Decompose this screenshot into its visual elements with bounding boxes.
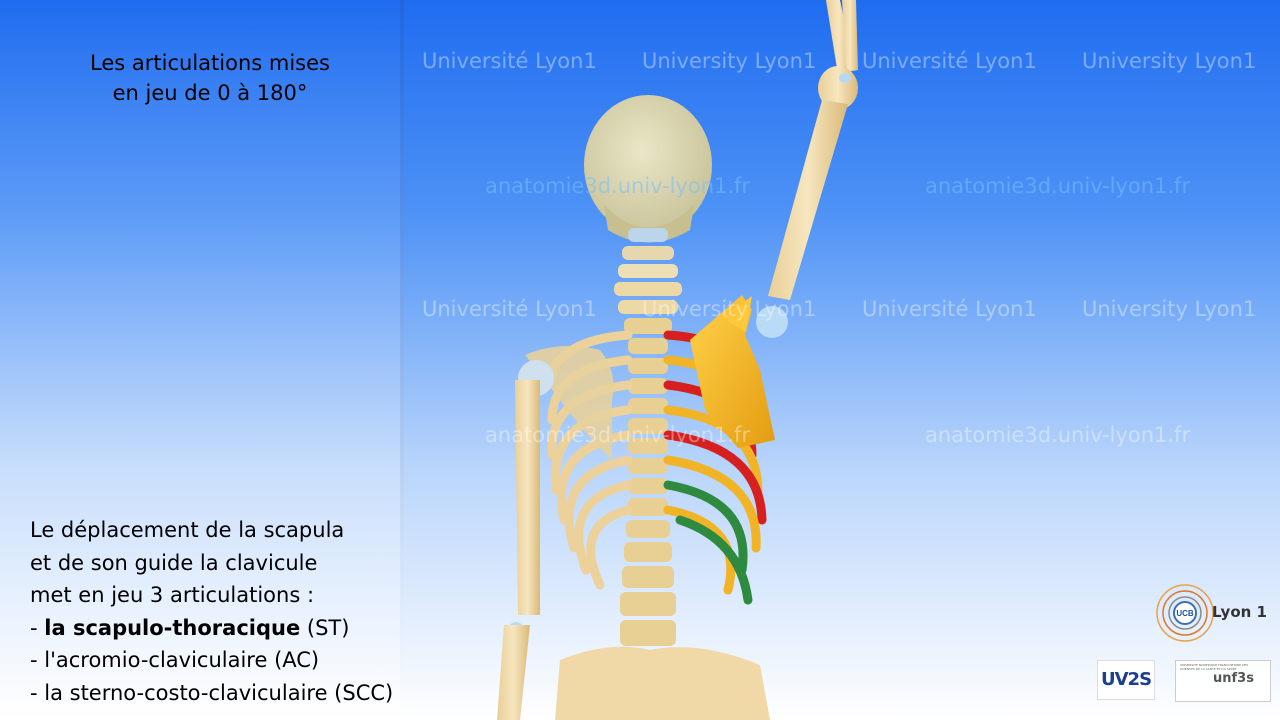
- lyon1-label: Lyon 1: [1212, 603, 1267, 621]
- title-line-2: en jeu de 0 à 180°: [112, 81, 308, 105]
- watermark-university: Université Lyon1: [422, 49, 597, 73]
- watermark-university: Université Lyon1: [862, 297, 1037, 321]
- pelvis: [555, 646, 770, 720]
- unf3s-logo: [1175, 660, 1271, 702]
- unf3s-text: unf3s: [1213, 671, 1254, 686]
- panel-divider: [400, 0, 404, 720]
- left-forearm: [497, 625, 530, 720]
- watermark-university-en: University Lyon1: [1082, 49, 1257, 73]
- articulation-item-scc: - la sterno-costo-claviculaire (SCC): [30, 680, 394, 705]
- watermark-site: anatomie3d.univ-lyon1.fr: [485, 423, 751, 447]
- articulation-st-name: la scapulo-thoracique: [44, 615, 301, 640]
- description-line-3: met en jeu 3 articulations :: [30, 583, 315, 607]
- description-block: Le déplacement de la scapula et de son g…: [30, 514, 470, 709]
- lyon-mark-text: UCB: [1176, 609, 1194, 618]
- uv2s-text: UV2S: [1101, 669, 1152, 690]
- watermark-university: Université Lyon1: [422, 297, 597, 321]
- right-scapula: [690, 295, 775, 448]
- watermark-site: anatomie3d.univ-lyon1.fr: [485, 174, 751, 198]
- description-line-2: et de son guide la clavicule: [30, 550, 318, 575]
- watermark-university-en: University Lyon1: [642, 297, 817, 321]
- title-line-1: Les articulations mises: [90, 51, 330, 75]
- watermark-university-en: University Lyon1: [642, 49, 817, 73]
- uv2s-logo: [1097, 660, 1155, 700]
- description-line-1: Le déplacement de la scapula: [30, 518, 345, 542]
- lyon1-logo: UCB: [1156, 584, 1214, 642]
- articulation-item-ac: - l'acromio-claviculaire (AC): [30, 648, 320, 672]
- vertebral-column: [614, 228, 682, 646]
- raised-humerus: [768, 100, 848, 300]
- skull: [584, 95, 712, 235]
- articulation-st-abbrev: (ST): [300, 615, 350, 640]
- watermark-site: anatomie3d.univ-lyon1.fr: [925, 174, 1191, 198]
- left-text-panel: [0, 0, 400, 720]
- watermark-university: Université Lyon1: [862, 49, 1037, 73]
- left-humerus: [515, 380, 540, 615]
- slide-title: Les articulations mises en jeu de 0 à 18…: [20, 48, 400, 108]
- watermark-university-en: University Lyon1: [1082, 297, 1257, 321]
- watermark-site: anatomie3d.univ-lyon1.fr: [925, 423, 1191, 447]
- unf3s-subtitle: UNIVERSITÉ NUMÉRIQUE FRANCOPHONE DES SCI…: [1180, 663, 1249, 671]
- articulation-item-st: - la scapulo-thoracique (ST): [30, 612, 470, 645]
- item-prefix: -: [30, 615, 45, 640]
